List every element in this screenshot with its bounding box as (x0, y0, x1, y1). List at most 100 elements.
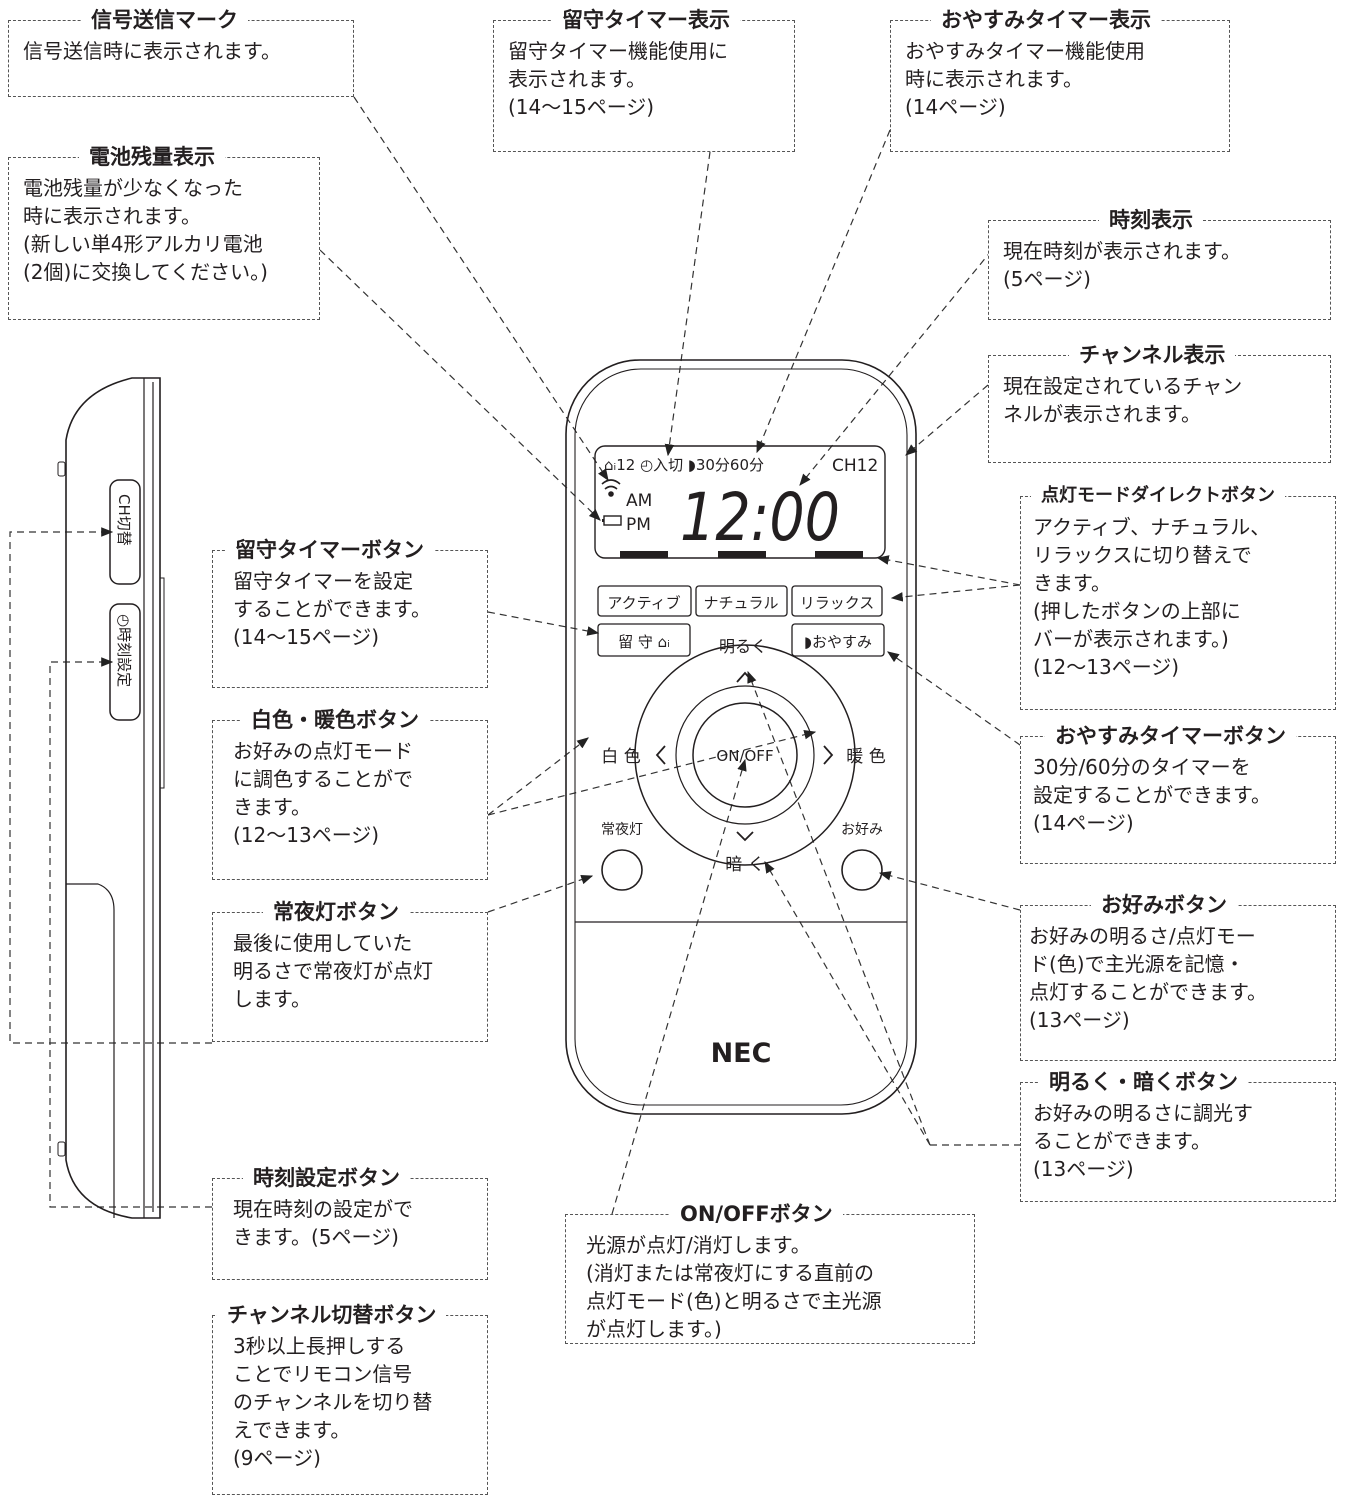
darker-arrow-icon[interactable] (736, 831, 754, 842)
callout-mode-direct: 点灯モードダイレクトボタン アクティブ、ナチュラル、 リラックスに切り替えで き… (1020, 482, 1336, 710)
lcd-status-row: ⌂ᵢ12 ◴入切 ◗30分60分 (604, 456, 764, 474)
leader-sleep-button (887, 651, 1031, 753)
brand-logo: NEC (711, 1038, 772, 1069)
callout-body: 電池残量が少なくなった 時に表示されます。 (新しい単4形アルカリ電池 (2個)… (23, 176, 268, 284)
favorite-button[interactable] (841, 849, 883, 891)
leader-away-button (487, 611, 600, 636)
away-button-label: 留 守 ⌂ᵢ (618, 633, 670, 651)
signal-icon (601, 479, 621, 497)
leader-darker (764, 860, 931, 1146)
callout-body: 最後に使用していた 明るさで常夜灯が点灯 します。 (233, 931, 433, 1011)
clock-set-side-label: ◴時刻設定 (115, 614, 133, 687)
mode-bar-active (620, 551, 668, 558)
onoff-button[interactable] (692, 702, 798, 808)
active-button[interactable] (597, 585, 692, 617)
warm-label: 暖 色 (846, 747, 885, 767)
callout-night-light: 常夜灯ボタン 最後に使用していた 明るさで常夜灯が点灯 します。 (212, 898, 488, 1042)
callout-body: お好みの明るさに調光す ることができます。 (13ページ) (1033, 1101, 1253, 1181)
callout-favorite: お好みボタン お好みの明るさ/点灯モー ド(色)で主光源を記憶・ 点灯することが… (1020, 891, 1336, 1061)
leader-warm (487, 730, 817, 816)
callout-title: チャンネル切替ボタン (217, 1301, 447, 1329)
warm-arrow-icon[interactable] (823, 745, 834, 765)
sleep-timer-button[interactable] (791, 623, 885, 657)
leader-brighter (747, 670, 931, 1146)
leader-mode-bar (876, 555, 1021, 586)
callout-body: お好みの明るさ/点灯モー ド(色)で主光源を記憶・ 点灯することができます。 (… (1029, 924, 1267, 1032)
callout-brightness: 明るく・暗くボタン お好みの明るさに調光す ることができます。 (13ページ) (1020, 1068, 1336, 1202)
callout-onoff: ON/OFFボタン 光源が点灯/消灯します。 (消灯または常夜灯にする直前の 点… (565, 1200, 975, 1344)
sleep-button-label: ◗おやすみ (804, 633, 872, 651)
mode-bar-relax (815, 551, 863, 558)
night-light-button[interactable] (601, 849, 643, 891)
leader-mode-button (890, 584, 1021, 602)
callout-channel-display: チャンネル表示 現在設定されているチャン ネルが表示されます。 (988, 341, 1331, 463)
callout-body: 留守タイマーを設定 することができます。 (14〜15ページ) (233, 569, 431, 649)
remote-body-inner (574, 368, 908, 1106)
callout-body: 現在設定されているチャン ネルが表示されます。 (1003, 374, 1243, 426)
leader-night (487, 874, 594, 913)
leader-white (487, 737, 589, 816)
callout-body: 信号送信時に表示されます。 (23, 39, 281, 63)
callout-title: 留守タイマー表示 (552, 6, 740, 34)
white-arrow-icon[interactable] (655, 745, 666, 765)
callout-title: 時刻設定ボタン (243, 1164, 410, 1192)
natural-button[interactable] (695, 585, 788, 617)
ch-switch-side-button[interactable] (109, 479, 141, 585)
away-timer-button[interactable] (597, 623, 691, 657)
callout-body: アクティブ、ナチュラル、 リラックスに切り替えで きます。 (押したボタンの上部… (1033, 515, 1271, 679)
natural-button-label: ナチュラル (703, 594, 778, 612)
callout-title: 留守タイマーボタン (225, 536, 434, 564)
callout-sleep-display: おやすみタイマー表示 おやすみタイマー機能使用 時に表示されます。 (14ページ… (890, 6, 1230, 152)
clock-set-side-button[interactable] (109, 603, 141, 721)
white-label: 白 色 (601, 747, 640, 767)
callout-battery: 電池残量表示 電池残量が少なくなった 時に表示されます。 (新しい単4形アルカリ… (8, 143, 320, 320)
callout-title: 点灯モードダイレクトボタン (1031, 482, 1285, 510)
active-button-label: アクティブ (607, 594, 680, 612)
callout-title: おやすみタイマー表示 (931, 6, 1161, 34)
leader-battery (319, 249, 601, 521)
callout-clock-set: 時刻設定ボタン 現在時刻の設定がで きます。(5ページ) (212, 1164, 488, 1280)
leader-clock-set (49, 657, 212, 1208)
callout-title: 明るく・暗くボタン (1039, 1068, 1248, 1096)
callout-title: ON/OFFボタン (670, 1200, 843, 1228)
brighter-arrow-icon[interactable] (736, 671, 754, 683)
callout-title: お好みボタン (1091, 891, 1237, 919)
callout-color-buttons: 白色・暖色ボタン お好みの点灯モード に調色することがで きます。 (12〜13… (212, 706, 488, 880)
mode-bar-natural (718, 551, 766, 558)
callout-title: おやすみタイマーボタン (1045, 722, 1296, 750)
darker-label: 暗 く (725, 855, 764, 875)
dpad-ring (634, 644, 856, 866)
callout-body: 30分/60分のタイマーを 設定することができます。 (14ページ) (1033, 755, 1271, 835)
callout-sleep-button: おやすみタイマーボタン 30分/60分のタイマーを 設定することができます。 (… (1020, 722, 1336, 864)
callout-signal-mark: 信号送信マーク 信号送信時に表示されます。 (8, 6, 354, 97)
leader-sleep-display (756, 129, 891, 454)
favorite-label: お好み (841, 822, 883, 838)
callout-body: 3秒以上長押しする ことでリモコン信号 のチャンネルを切り替 えできます。 (9… (233, 1334, 433, 1470)
leader-channel-display (905, 384, 989, 456)
remote-front-view (565, 359, 917, 1115)
battery-icon (602, 515, 622, 526)
relax-button-label: リラックス (800, 594, 875, 612)
callout-body: 光源が点灯/消灯します。 (消灯または常夜灯にする直前の 点灯モード(色)と明る… (586, 1233, 882, 1341)
callout-title: 時刻表示 (1099, 206, 1203, 234)
lcd-time: 12:00 (680, 479, 840, 556)
callout-body: 現在時刻の設定がで きます。(5ページ) (233, 1197, 413, 1249)
callout-title: 電池残量表示 (79, 143, 225, 171)
remote-side-view (57, 377, 165, 1219)
callout-title: 信号送信マーク (81, 6, 248, 34)
lcd-pm: PM (626, 515, 651, 535)
leader-favorite (878, 871, 1021, 911)
relax-button[interactable] (791, 585, 883, 617)
brighter-label: 明るく (719, 637, 767, 656)
callout-body: 現在時刻が表示されます。 (5ページ) (1003, 239, 1241, 291)
onoff-label: ON/OFF (716, 747, 773, 765)
callout-title: 白色・暖色ボタン (241, 706, 429, 734)
callout-body: 留守タイマー機能使用に 表示されます。 (14〜15ページ) (508, 39, 728, 119)
leader-away-display (664, 151, 711, 457)
leader-signal (353, 96, 609, 482)
night-light-label: 常夜灯 (601, 822, 643, 838)
callout-clock: 時刻表示 現在時刻が表示されます。 (5ページ) (988, 206, 1331, 320)
callout-body: お好みの点灯モード に調色することがで きます。 (12〜13ページ) (233, 739, 413, 847)
